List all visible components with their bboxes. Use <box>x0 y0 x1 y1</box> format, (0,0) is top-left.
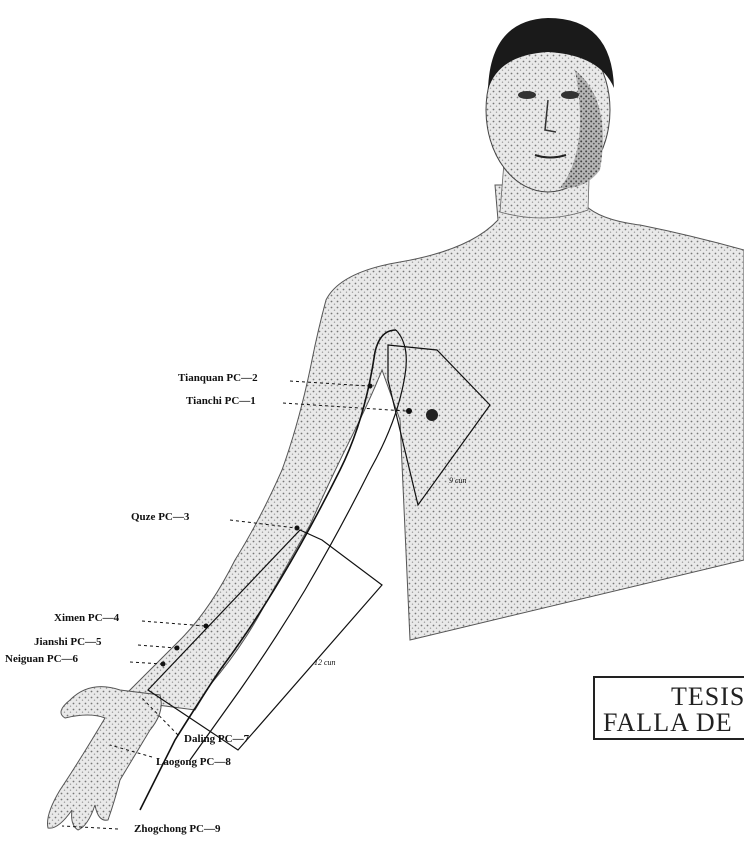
leader-jianshi <box>138 645 176 648</box>
marker-ximen <box>204 624 209 629</box>
label-daling: Daling PC—7 <box>184 733 249 745</box>
body-silhouette <box>120 185 744 710</box>
measure-label-12cun: 12 cun <box>314 658 336 667</box>
marker-neiguan <box>161 662 166 667</box>
hand <box>48 687 162 830</box>
measure-label-9cun: 9 cun <box>449 476 467 485</box>
eye-left <box>518 91 536 99</box>
label-zhongchong: Zhogchong PC—9 <box>134 823 221 835</box>
marker-jianshi <box>175 646 180 651</box>
label-quze: Quze PC—3 <box>131 511 189 523</box>
label-laogong: Laogong PC—8 <box>156 756 231 768</box>
marker-tianquan <box>368 384 373 389</box>
leader-zhongchong <box>62 826 118 829</box>
label-tianquan: Tianquan PC—2 <box>178 372 258 384</box>
label-jianshi: Jianshi PC—5 <box>34 636 102 648</box>
marker-tianchi <box>406 408 412 414</box>
label-ximen: Ximen PC—4 <box>54 612 119 624</box>
thesis-stamp: TESIS FALLA DE <box>593 676 744 740</box>
marker-quze <box>295 526 300 531</box>
label-neiguan: Neiguan PC—6 <box>5 653 78 665</box>
nipple <box>426 409 438 421</box>
stamp-line-2: FALLA DE <box>603 708 733 738</box>
label-tianchi: Tianchi PC—1 <box>186 395 256 407</box>
eye-right <box>561 91 579 99</box>
